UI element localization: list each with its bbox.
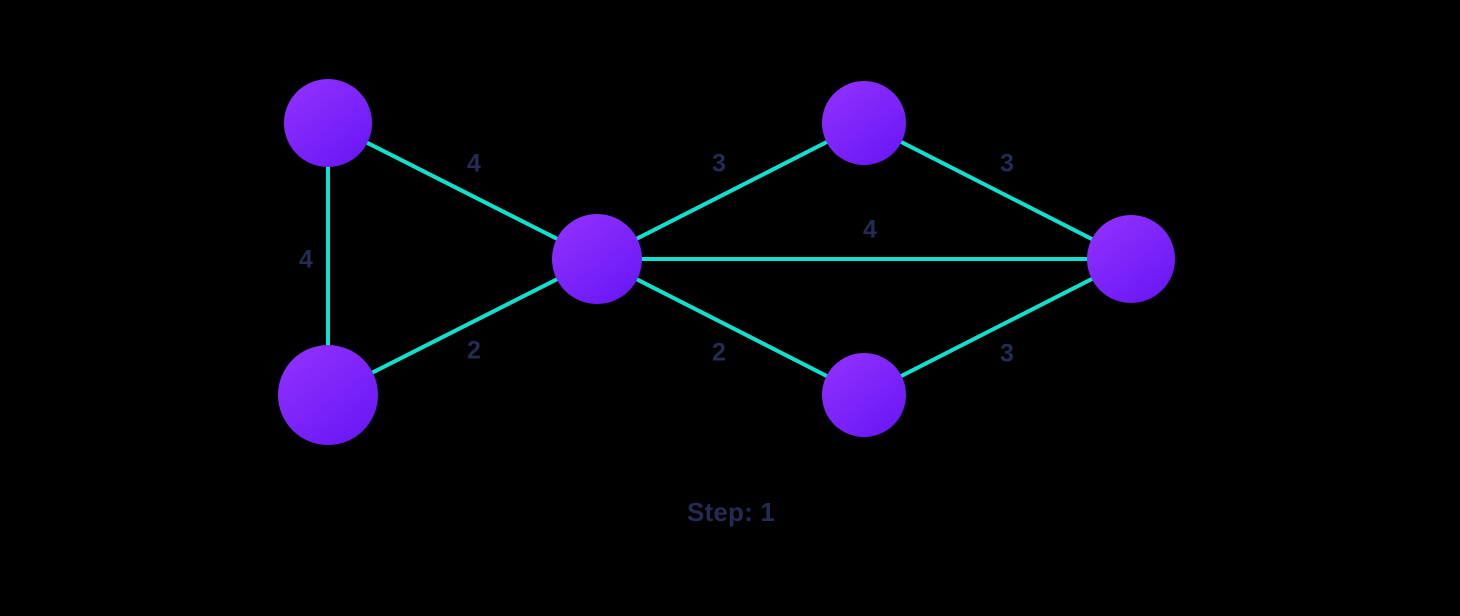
edge-weight-label: 3 — [1000, 150, 1014, 178]
graph-edge[interactable] — [863, 257, 1132, 397]
node-right[interactable] — [1087, 215, 1175, 303]
edge-weight-label: 4 — [299, 246, 313, 274]
node-center[interactable] — [552, 214, 642, 304]
step-label: Step: 1 — [687, 497, 775, 527]
edges-layer — [326, 121, 1132, 397]
graph-edge[interactable] — [596, 257, 865, 397]
graph-edge[interactable] — [596, 121, 865, 261]
nodes-layer — [278, 79, 1175, 445]
edge-weight-label: 4 — [863, 216, 877, 244]
edge-labels-layer: 4 4 2 3 4 2 3 3 — [299, 150, 1014, 368]
edge-weight-label: 4 — [467, 150, 481, 178]
node-bottom-middle[interactable] — [822, 353, 906, 437]
node-top-middle[interactable] — [822, 81, 906, 165]
edge-weight-label: 2 — [712, 339, 726, 367]
node-bottom-left[interactable] — [278, 345, 378, 445]
edge-weight-label: 3 — [1000, 340, 1014, 368]
graph-edge[interactable] — [863, 121, 1132, 261]
edge-weight-label: 3 — [712, 150, 726, 178]
graph-edge[interactable] — [327, 121, 598, 261]
edge-weight-label: 2 — [467, 337, 481, 365]
graph-edge[interactable] — [327, 257, 598, 397]
node-top-left[interactable] — [284, 79, 372, 167]
